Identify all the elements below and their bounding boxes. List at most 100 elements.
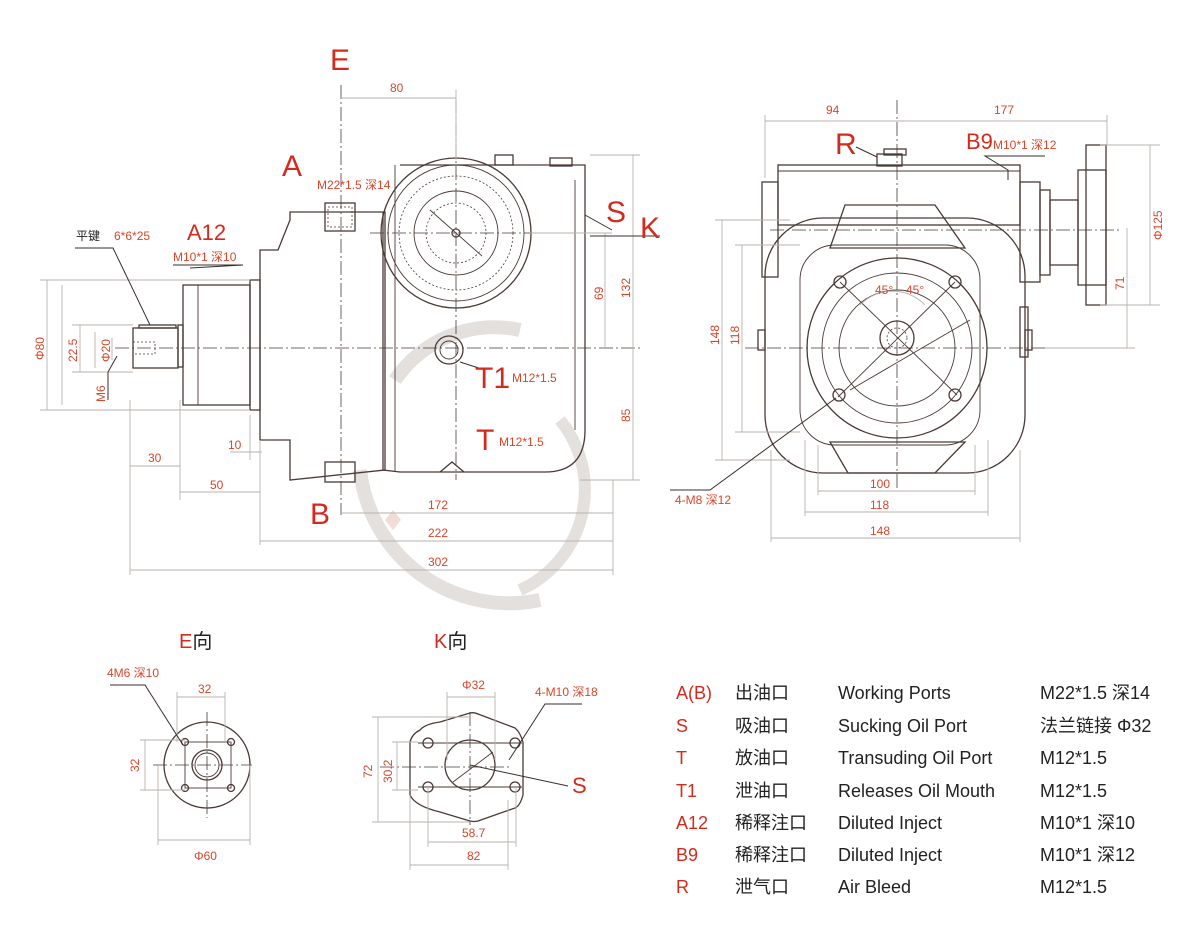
port-name-en: Diluted Inject <box>838 845 942 865</box>
e-view: E向 4M6 深10 32 32 Φ60 <box>107 630 252 863</box>
dim-phi125: Φ125 <box>1151 210 1165 240</box>
k-view-dim-phi32: Φ32 <box>462 678 485 692</box>
port-name-en: Sucking Oil Port <box>838 716 967 736</box>
dim-222: 222 <box>428 526 448 540</box>
port-code: T <box>676 748 687 768</box>
dim-94: 94 <box>826 103 840 117</box>
e-view-note: 4M6 深10 <box>107 666 159 680</box>
k-view: K向 Φ32 4-M10 深18 72 30.2 58.7 82 S <box>361 630 598 870</box>
watermark-logo <box>353 320 591 611</box>
label-e: E <box>330 44 350 77</box>
dim-85: 85 <box>619 408 633 422</box>
k-view-dim-82: 82 <box>467 849 481 863</box>
table-row: B9 稀释注口 Diluted Inject M10*1 深12 <box>676 845 1135 865</box>
label-a: A <box>282 150 302 183</box>
dim-22-5: 22.5 <box>66 338 80 362</box>
port-spec: M12*1.5 <box>1040 748 1107 768</box>
k-view-title-suffix: 向 <box>447 630 467 653</box>
k-view-label-s: S <box>572 773 587 798</box>
port-name-en: Diluted Inject <box>838 813 942 833</box>
angle-label-1: 45° <box>875 283 893 297</box>
note-t1-thread: M12*1.5 <box>512 371 557 385</box>
port-name-cn: 吸油口 <box>735 716 789 736</box>
dim-302: 302 <box>428 555 448 569</box>
port-name-en: Releases Oil Mouth <box>838 781 995 801</box>
port-spec: M10*1 深10 <box>1040 813 1135 833</box>
dim-30: 30 <box>148 451 162 465</box>
note-t-thread: M12*1.5 <box>499 435 544 449</box>
svg-text:K向: K向 <box>434 630 467 653</box>
table-row: R 泄气口 Air Bleed M12*1.5 <box>676 877 1107 897</box>
port-name-en: Working Ports <box>838 683 951 703</box>
note-a-thread: M22*1.5 深14 <box>317 178 391 192</box>
note-b9-thread: M10*1 深12 <box>993 138 1057 152</box>
k-view-dim-72: 72 <box>361 764 375 778</box>
e-view-dim-phi60: Φ60 <box>194 849 217 863</box>
port-spec: M22*1.5 深14 <box>1040 683 1150 703</box>
e-view-title-letter: E <box>179 631 192 653</box>
port-code: R <box>676 877 689 897</box>
table-row: A12 稀释注口 Diluted Inject M10*1 深10 <box>676 813 1135 833</box>
label-t: T <box>476 424 494 457</box>
k-view-note: 4-M10 深18 <box>535 685 598 699</box>
note-4-m8: 4-M8 深12 <box>675 493 731 507</box>
label-a12: A12 <box>187 220 226 245</box>
port-code: T1 <box>676 781 697 801</box>
port-spec: M12*1.5 <box>1040 781 1107 801</box>
table-row: T 放油口 Transuding Oil Port M12*1.5 <box>676 748 1107 768</box>
e-view-dim-32-v: 32 <box>128 758 142 772</box>
dim-69: 69 <box>592 286 606 300</box>
dim-71: 71 <box>1113 276 1127 290</box>
port-name-cn: 放油口 <box>735 748 789 768</box>
dim-148-horizontal: 148 <box>870 524 890 538</box>
port-name-cn: 泄气口 <box>735 877 789 897</box>
port-spec: M12*1.5 <box>1040 877 1107 897</box>
dim-118-horizontal: 118 <box>870 498 889 512</box>
front-view: R B9 M10*1 深12 4-M8 深12 45° 45° 94 177 Φ… <box>670 100 1165 542</box>
label-t1: T1 <box>475 362 510 395</box>
key-label: 平键 <box>76 229 100 243</box>
port-code: A12 <box>676 813 708 833</box>
port-name-cn: 出油口 <box>735 683 789 703</box>
dim-80: 80 <box>390 81 404 95</box>
side-view: E A B S K A12 T1 T M22*1.5 深14 M10*1 深10… <box>33 44 660 575</box>
table-row: T1 泄油口 Releases Oil Mouth M12*1.5 <box>676 781 1107 801</box>
table-row: A(B) 出油口 Working Ports M22*1.5 深14 <box>676 683 1150 703</box>
key-size: 6*6*25 <box>114 229 150 243</box>
port-spec: M10*1 深12 <box>1040 845 1135 865</box>
label-b: B <box>310 498 330 531</box>
port-table: A(B) 出油口 Working Ports M22*1.5 深14 S 吸油口… <box>676 683 1151 897</box>
note-a12-thread: M10*1 深10 <box>173 250 237 264</box>
port-name-cn: 稀释注口 <box>735 813 807 833</box>
label-b9: B9 <box>966 129 993 154</box>
e-view-title-suffix: 向 <box>192 630 212 653</box>
dim-phi80: Φ80 <box>33 337 47 360</box>
label-k: K <box>640 212 660 245</box>
dim-148-vertical: 148 <box>708 325 722 345</box>
dim-100: 100 <box>870 477 890 491</box>
dim-172: 172 <box>428 498 448 512</box>
port-name-en: Air Bleed <box>838 877 911 897</box>
port-code: A(B) <box>676 683 712 703</box>
table-row: S 吸油口 Sucking Oil Port 法兰链接 Φ32 <box>676 716 1151 736</box>
port-name-cn: 泄油口 <box>735 781 789 801</box>
dim-50: 50 <box>210 478 224 492</box>
dim-m6: M6 <box>94 385 108 402</box>
dim-177: 177 <box>994 103 1014 117</box>
label-s: S <box>606 196 626 229</box>
port-code: S <box>676 716 688 736</box>
k-view-dim-58-7: 58.7 <box>462 826 486 840</box>
port-name-en: Transuding Oil Port <box>838 748 992 768</box>
port-name-cn: 稀释注口 <box>735 845 807 865</box>
e-view-dim-32-h: 32 <box>198 682 212 696</box>
angle-label-2: 45° <box>906 283 924 297</box>
k-view-title-letter: K <box>434 631 448 653</box>
dim-phi20: Φ20 <box>99 339 113 362</box>
label-r: R <box>835 128 857 161</box>
port-code: B9 <box>676 845 698 865</box>
dim-132: 132 <box>619 278 633 298</box>
svg-text:E向: E向 <box>179 630 212 653</box>
k-view-dim-30-2: 30.2 <box>381 759 395 783</box>
dim-10: 10 <box>228 438 242 452</box>
